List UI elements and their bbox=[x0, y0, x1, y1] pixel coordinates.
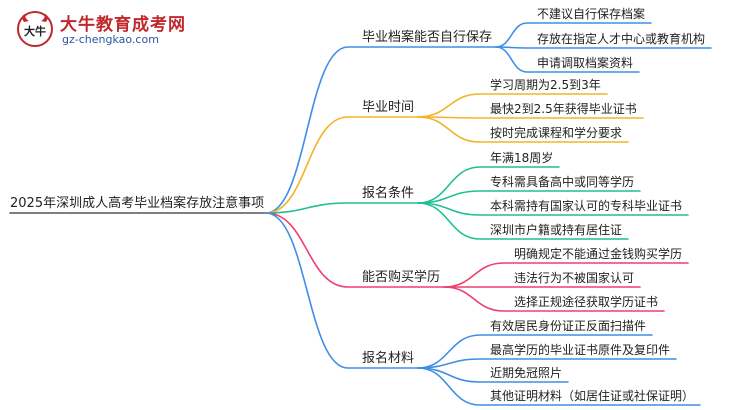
leaf-connector bbox=[417, 166, 560, 204]
bull-logo-icon: 大牛 bbox=[17, 11, 53, 47]
leaf-item: 违法行为不被国家认可 bbox=[514, 271, 635, 285]
leaf-item: 最高学历的毕业证书原件及复印件 bbox=[490, 343, 671, 357]
leaf-item: 深圳市户籍或持有居住证 bbox=[490, 223, 623, 237]
branch-connector bbox=[265, 46, 497, 214]
leaf-item: 最快2到2.5年获得毕业证书 bbox=[490, 102, 637, 116]
root-topic: 2025年深圳成人高考毕业档案存放注意事项 bbox=[10, 196, 265, 211]
leaf-item: 近期免冠照片 bbox=[490, 366, 563, 380]
leaf-item: 本科需持有国家认可的专科毕业证书 bbox=[490, 199, 683, 213]
leaf-connector bbox=[417, 202, 689, 216]
leaf-item: 按时完成课程和学分要求 bbox=[490, 126, 623, 140]
logo-url: gz-chengkao.com bbox=[62, 33, 159, 46]
logo-title: 大牛教育成考网 bbox=[60, 15, 186, 35]
leaf-item: 不建议自行保存档案 bbox=[537, 7, 646, 21]
leaf-connector bbox=[417, 190, 641, 204]
leaf-item: 其他证明材料（如居住证或社保证明） bbox=[490, 389, 695, 403]
leaf-connector bbox=[417, 367, 701, 406]
leaf-item: 明确规定不能通过金钱购买学历 bbox=[514, 247, 683, 261]
branch-enrollment-materials: 报名材料 bbox=[362, 351, 415, 366]
site-logo: 大牛 大牛教育成考网 gz-chengkao.com bbox=[10, 6, 220, 52]
leaf-connector bbox=[417, 93, 608, 118]
branch-buy-diploma: 能否购买学历 bbox=[362, 270, 441, 285]
svg-text:大牛: 大牛 bbox=[24, 24, 46, 38]
branch-connector bbox=[265, 116, 419, 214]
leaf-item: 存放在指定人才中心或教育机构 bbox=[537, 32, 706, 46]
branch-connector bbox=[265, 212, 419, 369]
leaf-connector bbox=[495, 22, 652, 48]
leaf-item: 学习周期为2.5到3年 bbox=[490, 78, 601, 92]
leaf-connector bbox=[417, 202, 629, 240]
leaf-connector bbox=[443, 262, 689, 288]
branch-connector bbox=[265, 202, 419, 214]
branch-graduation-time: 毕业时间 bbox=[362, 100, 415, 115]
leaf-connector bbox=[417, 334, 653, 369]
leaf-item: 有效居民身份证正反面扫描件 bbox=[490, 319, 647, 333]
leaf-connector bbox=[443, 286, 665, 312]
branch-enrollment-conditions: 报名条件 bbox=[362, 186, 415, 201]
branch-archive-self-storage: 毕业档案能否自行保存 bbox=[362, 30, 493, 45]
leaf-connector bbox=[495, 46, 712, 49]
leaf-item: 专科需具备高中或同等学历 bbox=[490, 175, 635, 189]
leaf-connector bbox=[417, 116, 644, 119]
leaf-item: 年满18周岁 bbox=[490, 151, 554, 165]
leaf-item: 选择正规途径获取学历证书 bbox=[514, 295, 659, 309]
leaf-item: 申请调取档案资料 bbox=[537, 56, 634, 70]
leaf-connector bbox=[417, 116, 629, 143]
leaf-connector bbox=[495, 46, 640, 73]
branch-connector bbox=[265, 212, 445, 288]
